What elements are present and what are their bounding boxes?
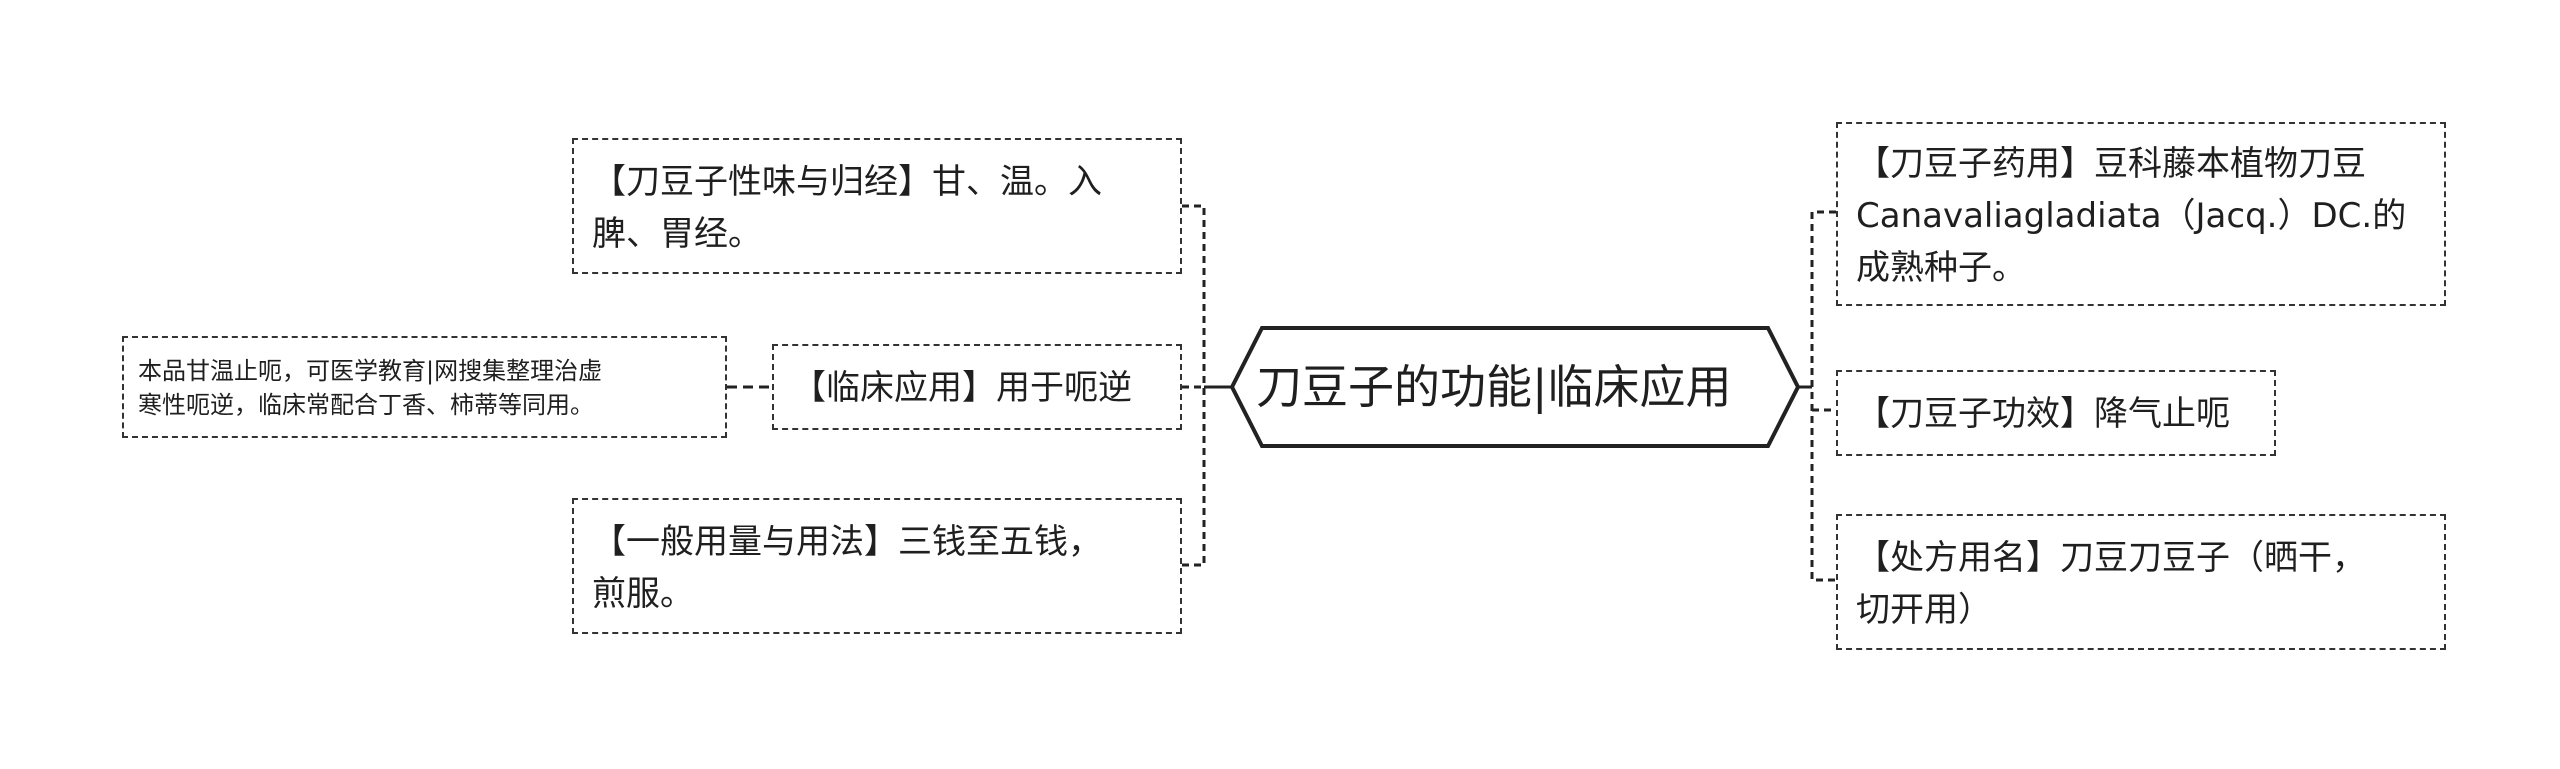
node-medicinal-source-text: 【刀豆子药用】豆科藤本植物刀豆 Canavaliagladiata（Jacq.）…: [1856, 144, 2407, 288]
node-clinical-detail[interactable]: 本品甘温止呃，可医学教育|网搜集整理治虚 寒性呃逆，临床常配合丁香、柿蒂等同用。: [122, 336, 727, 438]
node-dosage-usage-text: 【一般用量与用法】三钱至五钱， 煎服。: [592, 522, 1102, 614]
node-clinical-application-text: 【临床应用】用于呃逆: [792, 368, 1132, 408]
node-taste-meridian[interactable]: 【刀豆子性味与归经】甘、温。入 脾、胃经。: [572, 138, 1182, 274]
node-clinical-application[interactable]: 【临床应用】用于呃逆: [772, 344, 1182, 430]
node-clinical-detail-text: 本品甘温止呃，可医学教育|网搜集整理治虚 寒性呃逆，临床常配合丁香、柿蒂等同用。: [138, 357, 603, 419]
node-efficacy-text: 【刀豆子功效】降气止呃: [1856, 394, 2230, 434]
node-taste-meridian-text: 【刀豆子性味与归经】甘、温。入 脾、胃经。: [592, 162, 1102, 254]
node-medicinal-source[interactable]: 【刀豆子药用】豆科藤本植物刀豆 Canavaliagladiata（Jacq.）…: [1836, 122, 2446, 306]
node-prescription-name-text: 【处方用名】刀豆刀豆子（晒干， 切开用）: [1856, 538, 2366, 630]
node-efficacy[interactable]: 【刀豆子功效】降气止呃: [1836, 370, 2276, 456]
central-topic[interactable]: 刀豆子的功能|临床应用: [1256, 360, 1732, 414]
node-prescription-name[interactable]: 【处方用名】刀豆刀豆子（晒干， 切开用）: [1836, 514, 2446, 650]
node-dosage-usage[interactable]: 【一般用量与用法】三钱至五钱， 煎服。: [572, 498, 1182, 634]
connector-right-bracket: [1810, 210, 1836, 582]
